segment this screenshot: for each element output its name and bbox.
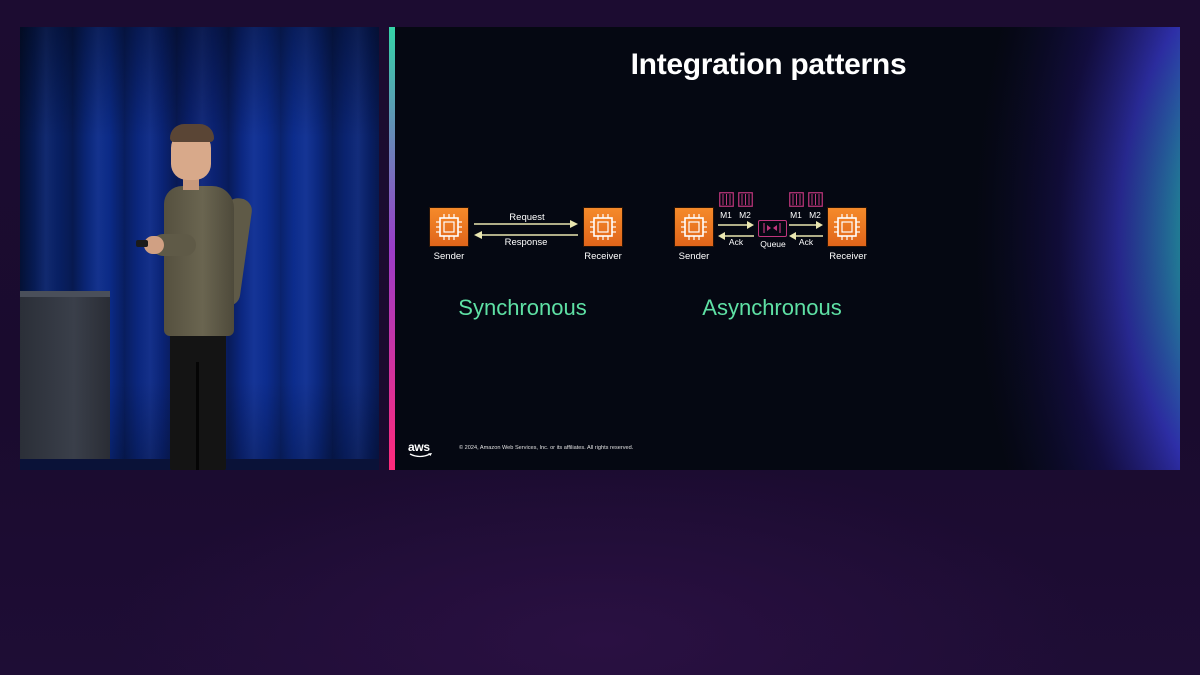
sync-sender-label: Sender [433, 251, 465, 262]
m2-left-label: M2 [739, 210, 751, 220]
message-m2-left-icon [738, 192, 753, 207]
m1-right-label: M1 [790, 210, 802, 220]
clicker-icon [136, 240, 148, 247]
async-sender-chip-icon [674, 207, 714, 247]
message-m1-right-icon [789, 192, 804, 207]
async-ack-arrow-left-icon [718, 232, 754, 240]
m1-left-label: M1 [720, 210, 732, 220]
async-sender-label: Sender [678, 251, 710, 262]
presenter [136, 122, 260, 470]
presenter-hair [170, 124, 214, 142]
request-arrow-icon [474, 220, 578, 228]
presenter-forearm [152, 234, 196, 256]
podium [20, 291, 110, 470]
sync-receiver-label: Receiver [584, 251, 622, 262]
slide-accent-bar [389, 27, 395, 470]
async-ack-arrow-right-icon [789, 232, 823, 240]
slide-title: Integration patterns [630, 48, 907, 81]
asynchronous-title: Asynchronous [702, 295, 842, 320]
queue-icon [758, 220, 787, 237]
presenter-hand [144, 236, 164, 254]
message-m1-left-icon [719, 192, 734, 207]
presenter-leg-gap [196, 362, 199, 470]
response-arrow-icon [474, 231, 578, 239]
synchronous-title: Synchronous [458, 295, 587, 320]
async-receiver-chip-icon [827, 207, 867, 247]
async-receiver-label: Receiver [829, 251, 867, 262]
sync-receiver-chip-icon [583, 207, 623, 247]
request-label: Request [509, 212, 545, 223]
podium-top [20, 291, 110, 297]
response-label: Response [504, 237, 548, 248]
message-m2-right-icon [808, 192, 823, 207]
presenter-torso [164, 186, 234, 336]
async-send-arrow-right-icon [789, 221, 823, 229]
aws-logo-icon: aws [408, 440, 434, 460]
aws-logo-text: aws [408, 440, 430, 454]
slide-vignette [395, 27, 1180, 470]
sync-sender-chip-icon [429, 207, 469, 247]
speaker-video [20, 27, 379, 470]
async-send-arrow-left-icon [718, 221, 754, 229]
ack-right-label: Ack [798, 237, 814, 247]
queue-label: Queue [760, 239, 786, 249]
ack-left-label: Ack [728, 237, 744, 247]
slide: Integration patterns Sender Rec [395, 27, 1180, 470]
m2-right-label: M2 [809, 210, 821, 220]
copyright-notice: © 2024, Amazon Web Services, Inc. or its… [459, 445, 634, 451]
